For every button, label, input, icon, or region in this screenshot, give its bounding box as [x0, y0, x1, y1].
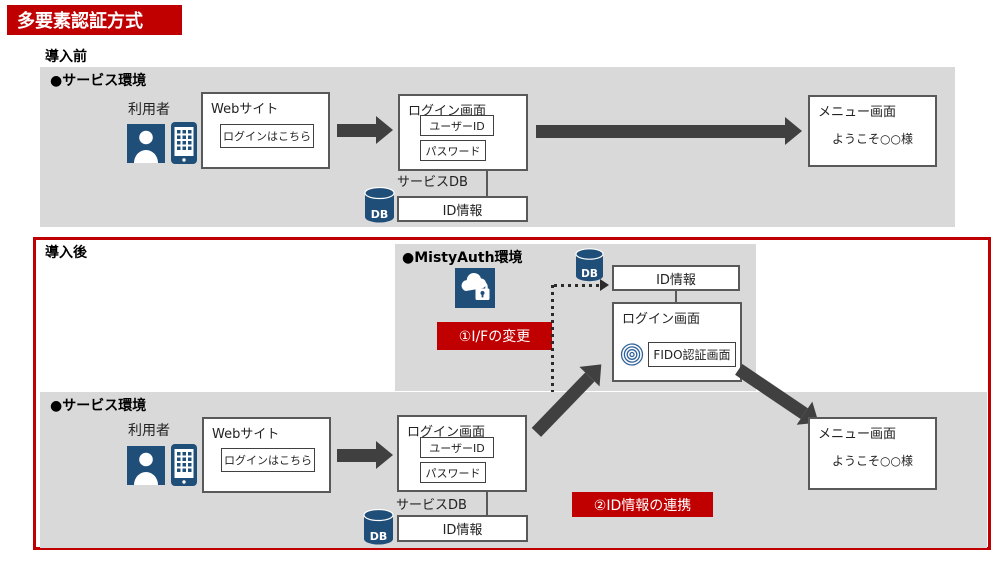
cloud-lock-icon	[455, 268, 495, 312]
after-login-title: ログイン画面	[407, 425, 486, 440]
mistyauth-login-box: ログイン画面 FIDO認証画面	[612, 302, 742, 382]
person-icon	[127, 446, 165, 489]
before-website-title: Webサイト	[211, 102, 279, 117]
after-menu-title: メニュー画面	[818, 427, 897, 442]
before-welcome-text: ようこそ○○様	[832, 132, 913, 146]
after-service-db-label: サービスDB	[396, 498, 467, 513]
after-login-here-button: ログインはこちら	[221, 448, 315, 472]
smartphone-icon	[169, 121, 199, 169]
before-db-icon-text: DB	[371, 208, 389, 221]
before-login-box: ログイン画面 ユーザーID パスワード	[398, 94, 528, 171]
before-menu-box: メニュー画面 ようこそ○○様	[808, 95, 937, 167]
after-welcome-text: ようこそ○○様	[832, 454, 913, 468]
before-user-id-field: ユーザーID	[420, 115, 494, 136]
after-db-icon-text: DB	[370, 530, 388, 543]
before-login-db-connector	[486, 171, 488, 196]
dotted-line-top	[554, 284, 600, 287]
fingerprint-icon	[620, 341, 644, 372]
after-website-box: Webサイト ログインはこちら	[202, 417, 331, 493]
page-title: 多要素認証方式	[7, 5, 182, 35]
mistyauth-idinfo-login-connector	[675, 291, 677, 302]
after-id-info-box: ID情報	[397, 515, 528, 542]
annotation-if-change: ①I/Fの変更	[437, 322, 552, 350]
after-website-title: Webサイト	[212, 427, 280, 442]
before-database-icon: DB	[363, 186, 396, 227]
after-user-id-field: ユーザーID	[420, 437, 494, 458]
after-password-field: パスワード	[420, 462, 486, 483]
mistyauth-db-icon-text: DB	[581, 268, 598, 280]
annotation-id-link: ②ID情報の連携	[572, 492, 713, 517]
mistyauth-env-label: ●MistyAuth環境	[402, 250, 523, 266]
after-login-box: ログイン画面 ユーザーID パスワード	[397, 415, 527, 492]
before-arrow-website-to-login	[337, 116, 393, 144]
after-section-label: 導入後	[45, 245, 87, 261]
smartphone-icon	[169, 443, 199, 491]
after-arrow-website-to-login	[337, 441, 393, 469]
after-service-env-label: ●サービス環境	[50, 398, 147, 414]
after-user-label: 利用者	[128, 423, 170, 439]
before-login-here-button: ログインはこちら	[220, 124, 314, 148]
after-menu-box: メニュー画面 ようこそ○○様	[808, 417, 937, 490]
before-password-field: パスワード	[420, 140, 486, 161]
mistyauth-database-icon: DB	[574, 248, 605, 286]
after-database-icon: DB	[362, 508, 395, 549]
before-service-db-label: サービスDB	[397, 175, 468, 190]
person-icon	[127, 124, 165, 167]
before-website-box: Webサイト ログインはこちら	[201, 92, 330, 169]
before-arrow-login-to-menu	[536, 117, 802, 145]
before-id-info-box: ID情報	[397, 196, 528, 222]
dotted-arrowhead	[600, 279, 609, 291]
mistyauth-login-title: ログイン画面	[622, 312, 701, 327]
before-service-env-label: ●サービス環境	[50, 73, 147, 89]
before-user-label: 利用者	[128, 102, 170, 118]
before-menu-title: メニュー画面	[818, 105, 897, 120]
after-login-db-connector	[486, 492, 488, 515]
fido-auth-screen-box: FIDO認証画面	[648, 342, 736, 367]
mistyauth-id-info-box: ID情報	[612, 265, 740, 291]
before-section-label: 導入前	[45, 49, 87, 65]
